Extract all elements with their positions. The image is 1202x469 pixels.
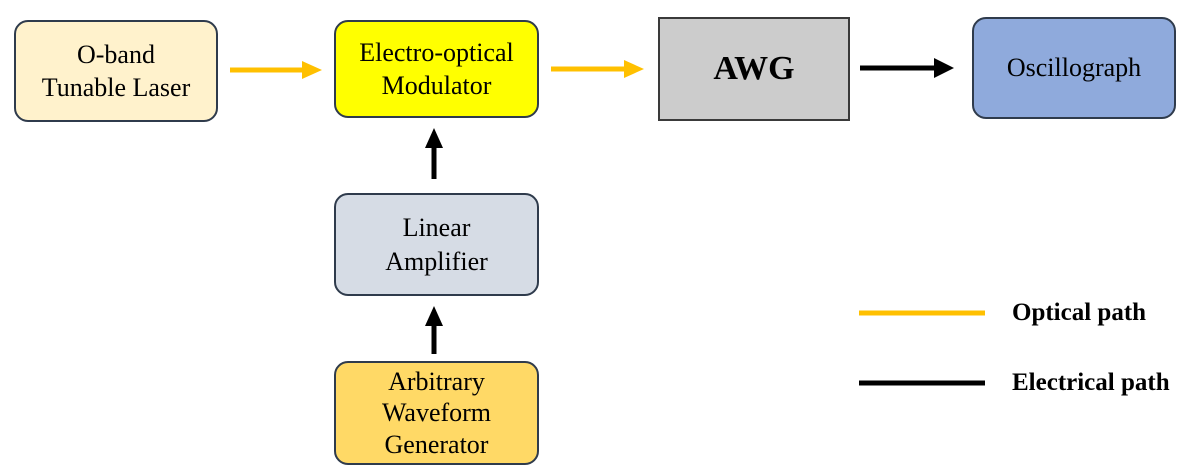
- amplifier-block: Linear Amplifier: [334, 193, 539, 296]
- electrical-arrow-amplifier-to-modulator: [425, 128, 443, 179]
- laser-label-line-2: Tunable Laser: [41, 73, 191, 102]
- optical-arrow-modulator-to-awg: [551, 60, 644, 78]
- modulator-label-line-2: Modulator: [381, 71, 492, 100]
- optical-arrow-laser-to-modulator: [230, 61, 322, 79]
- legend-optical-label: Optical path: [1012, 299, 1147, 326]
- oscillograph-block: Oscillograph: [972, 17, 1176, 119]
- generator-label-line-1: Arbitrary: [388, 367, 485, 397]
- generator-label-line-2: Waveform: [381, 398, 492, 428]
- modulator-label-line-1: Electro-optical: [359, 37, 514, 67]
- oscillograph-label: Oscillograph: [1006, 53, 1142, 83]
- electrical-arrow-generator-to-amplifier: [425, 306, 443, 354]
- electrical-arrow-awg-to-oscillograph: [860, 58, 954, 78]
- awg-block: AWG: [658, 17, 850, 121]
- amplifier-label-line-1: Linear: [402, 213, 471, 243]
- laser-block: O-band Tunable Laser: [14, 20, 218, 122]
- amplifier-label-line-2: Amplifier: [385, 246, 488, 276]
- laser-label-line-1: O-band: [77, 39, 155, 69]
- legend-electrical-label: Electrical path: [1012, 369, 1170, 396]
- modulator-block: Electro-optical Modulator: [334, 20, 539, 118]
- generator-block: Arbitrary Waveform Generator: [334, 361, 539, 465]
- awg-label: AWG: [713, 50, 795, 88]
- generator-label-line-3: Generator: [384, 429, 489, 459]
